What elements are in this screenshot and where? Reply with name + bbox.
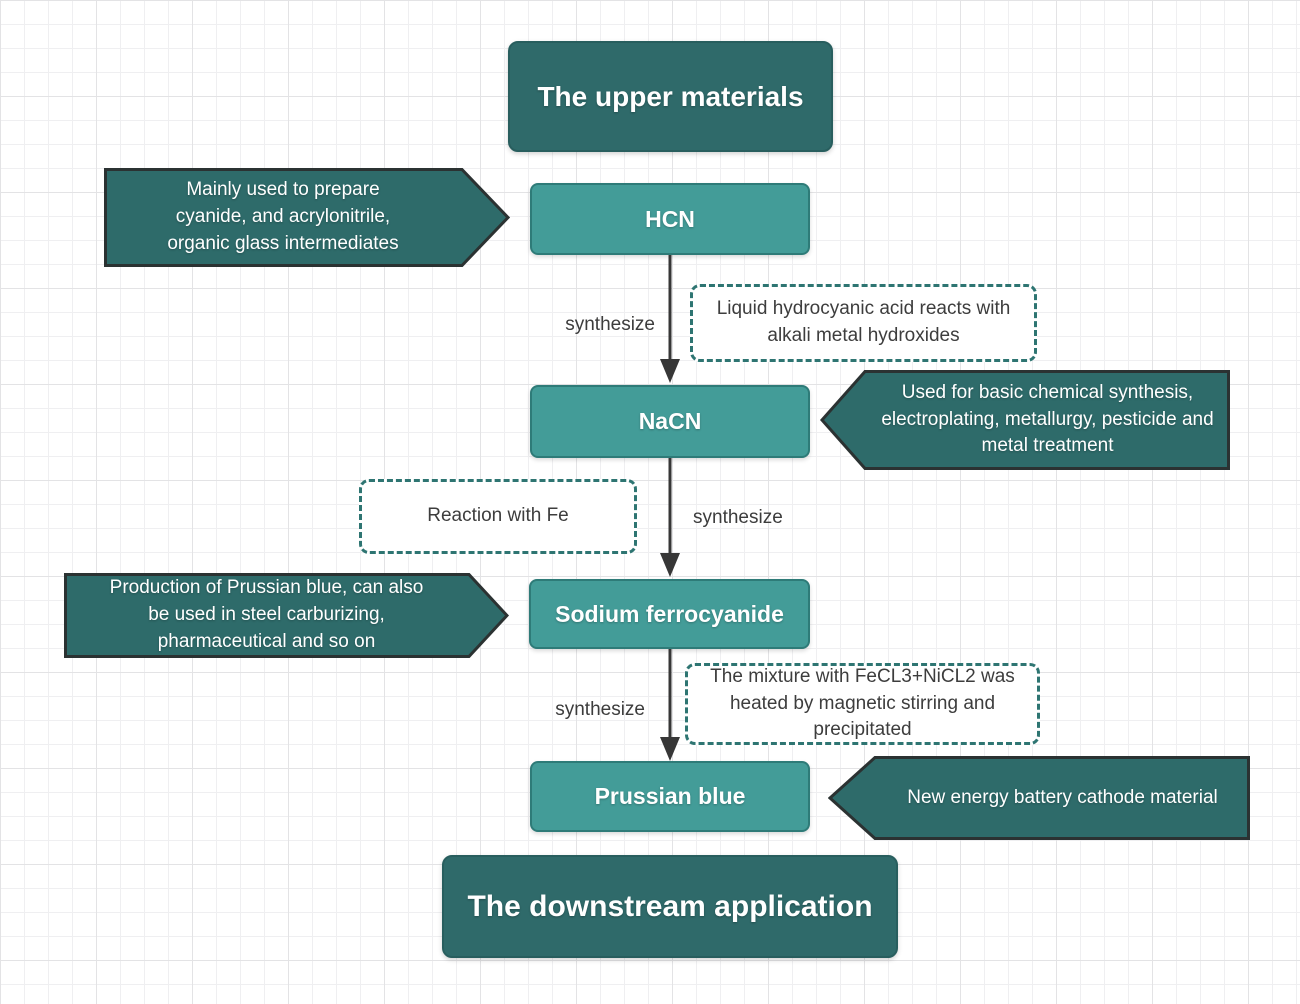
note-sodium-ferrocyanide-to-prussian-blue: The mixture with FeCL3+NiCL2 was heated …	[685, 663, 1040, 745]
note-hcn-to-nacn-text: Liquid hydrocyanic acid reacts with alka…	[716, 298, 1011, 346]
callout-nacn-use: Used for basic chemical synthesis, elect…	[820, 370, 1230, 470]
edge-label-synthesize-2: synthesize	[693, 507, 783, 528]
bottom-section-title-label: The downstream application	[467, 889, 873, 923]
node-sodium-ferrocyanide: Sodium ferrocyanide	[529, 579, 810, 649]
left-arrow-callout-shape	[828, 756, 1250, 840]
callout-nacn-use-text-wrap: Used for basic chemical synthesis, elect…	[865, 370, 1230, 470]
down-arrow-hcn-to-nacn	[660, 255, 680, 383]
down-arrow-sodium-ferrocyanide-to-prussian-blue	[660, 649, 680, 761]
callout-prussian-blue-use: New energy battery cathode material	[828, 756, 1250, 840]
node-nacn-label: NaCN	[638, 408, 702, 434]
callout-sodium-ferrocyanide-use: Production of Prussian blue, can also be…	[64, 573, 509, 658]
edge-label-synthesize-1: synthesize	[565, 314, 655, 335]
callout-sodium-ferrocyanide-use-text: Production of Prussian blue, can also be…	[109, 577, 424, 652]
right-arrow-callout-shape	[104, 168, 510, 267]
note-nacn-to-sodium-ferrocyanide-text: Reaction with Fe	[427, 505, 569, 527]
node-nacn: NaCN	[530, 385, 810, 458]
callout-sodium-ferrocyanide-use-text-wrap: Production of Prussian blue, can also be…	[64, 573, 469, 658]
top-section-title: The upper materials	[508, 41, 833, 152]
edge-label-synthesize-3: synthesize	[555, 699, 645, 720]
note-sodium-ferrocyanide-to-prussian-blue-text: The mixture with FeCL3+NiCL2 was heated …	[710, 666, 1015, 741]
right-arrow-callout-shape	[64, 573, 509, 658]
callout-hcn-use-text-wrap: Mainly used to prepare cyanide, and acry…	[104, 168, 462, 267]
callout-nacn-use-text: Used for basic chemical synthesis, elect…	[881, 381, 1214, 457]
node-prussian-blue: Prussian blue	[530, 761, 810, 832]
node-prussian-blue-label: Prussian blue	[594, 783, 746, 809]
callout-prussian-blue-use-text-wrap: New energy battery cathode material	[875, 756, 1250, 840]
callout-hcn-use-text: Mainly used to prepare cyanide, and acry…	[167, 179, 399, 254]
top-section-title-label: The upper materials	[537, 80, 804, 112]
bottom-section-title: The downstream application	[442, 855, 898, 958]
callout-prussian-blue-use-text: New energy battery cathode material	[907, 786, 1218, 808]
callout-hcn-use: Mainly used to prepare cyanide, and acry…	[104, 168, 510, 267]
note-hcn-to-nacn: Liquid hydrocyanic acid reacts with alka…	[690, 284, 1037, 362]
down-arrow-nacn-to-sodium-ferrocyanide	[660, 458, 680, 577]
left-arrow-callout-shape	[820, 370, 1230, 470]
note-nacn-to-sodium-ferrocyanide: Reaction with Fe	[359, 479, 637, 554]
node-sodium-ferrocyanide-label: Sodium ferrocyanide	[555, 600, 784, 627]
node-hcn: HCN	[530, 183, 810, 255]
node-hcn-label: HCN	[645, 205, 695, 232]
